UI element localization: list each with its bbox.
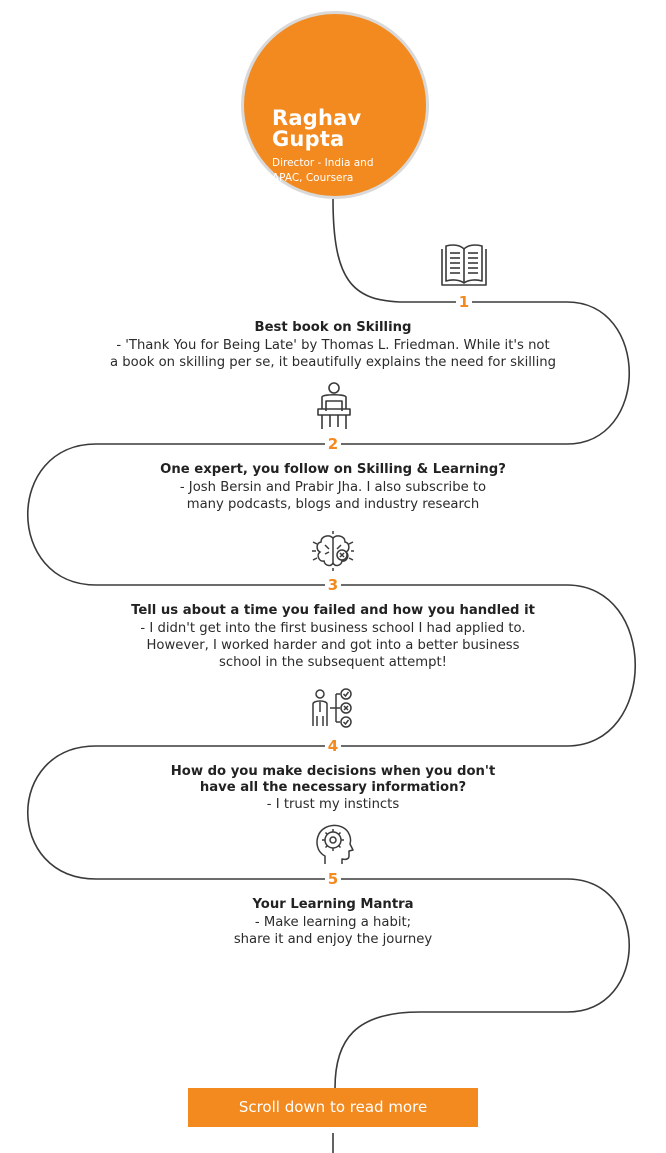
item-question: Your Learning Mantra — [252, 897, 414, 912]
item-answer: - I trust my instincts — [20, 796, 646, 813]
item-answer: - 'Thank You for Being Late' by Thomas L… — [20, 337, 646, 371]
person-decision-icon — [312, 688, 352, 728]
item-answer-line: share it and enjoy the journey — [233, 932, 433, 947]
profile-first-name: Raghav — [272, 106, 362, 130]
head-gear-icon — [316, 824, 354, 864]
brain-icon — [312, 531, 354, 571]
profile-role-line: Director - India and — [272, 157, 374, 169]
item-number: 1 — [456, 294, 472, 310]
path-line — [26, 198, 636, 1089]
profile-last-name: Gupta — [272, 127, 345, 151]
item-answer-line: - Make learning a habit; — [254, 915, 412, 930]
item-answer: - I didn't get into the first business s… — [20, 620, 646, 671]
item-number: 2 — [325, 436, 341, 452]
scroll-down-button[interactable]: Scroll down to read more — [188, 1088, 478, 1127]
item-number: 5 — [325, 871, 341, 887]
person-at-desk-icon — [317, 382, 351, 429]
profile-circle — [241, 11, 429, 199]
item-question: One expert, you follow on Skilling & Lea… — [160, 462, 506, 477]
item-answer: - Make learning a habit; share it and en… — [20, 914, 646, 948]
item-question: How do you make decisions when you don't… — [20, 764, 646, 796]
item-answer: - Josh Bersin and Prabir Jha. I also sub… — [20, 479, 646, 513]
item-answer-line: many podcasts, blogs and industry resear… — [186, 497, 480, 512]
profile-role-line: APAC, Coursera — [272, 172, 354, 184]
item-answer-line: - I trust my instincts — [266, 797, 400, 812]
item-answer-line: However, I worked harder and got into a … — [146, 638, 520, 653]
item-answer-line: a book on skilling per se, it beautifull… — [110, 355, 556, 370]
item-question: Best book on Skilling — [254, 320, 412, 335]
item-number: 4 — [325, 738, 341, 754]
item-number: 3 — [325, 577, 341, 593]
item-question-line: have all the necessary information? — [199, 780, 467, 795]
item-question-line: How do you make decisions when you don't — [170, 764, 496, 779]
book-icon — [441, 244, 487, 286]
profile-name: Raghav Gupta — [272, 108, 402, 150]
item-answer-line: - 'Thank You for Being Late' by Thomas L… — [116, 338, 550, 353]
item-answer-line: school in the subsequent attempt! — [219, 655, 447, 670]
item-question: Tell us about a time you failed and how … — [131, 603, 535, 618]
item-answer-line: - I didn't get into the first business s… — [140, 621, 526, 636]
profile-role: Director - India and APAC, Coursera — [272, 156, 402, 186]
item-answer-line: - Josh Bersin and Prabir Jha. I also sub… — [179, 480, 487, 495]
